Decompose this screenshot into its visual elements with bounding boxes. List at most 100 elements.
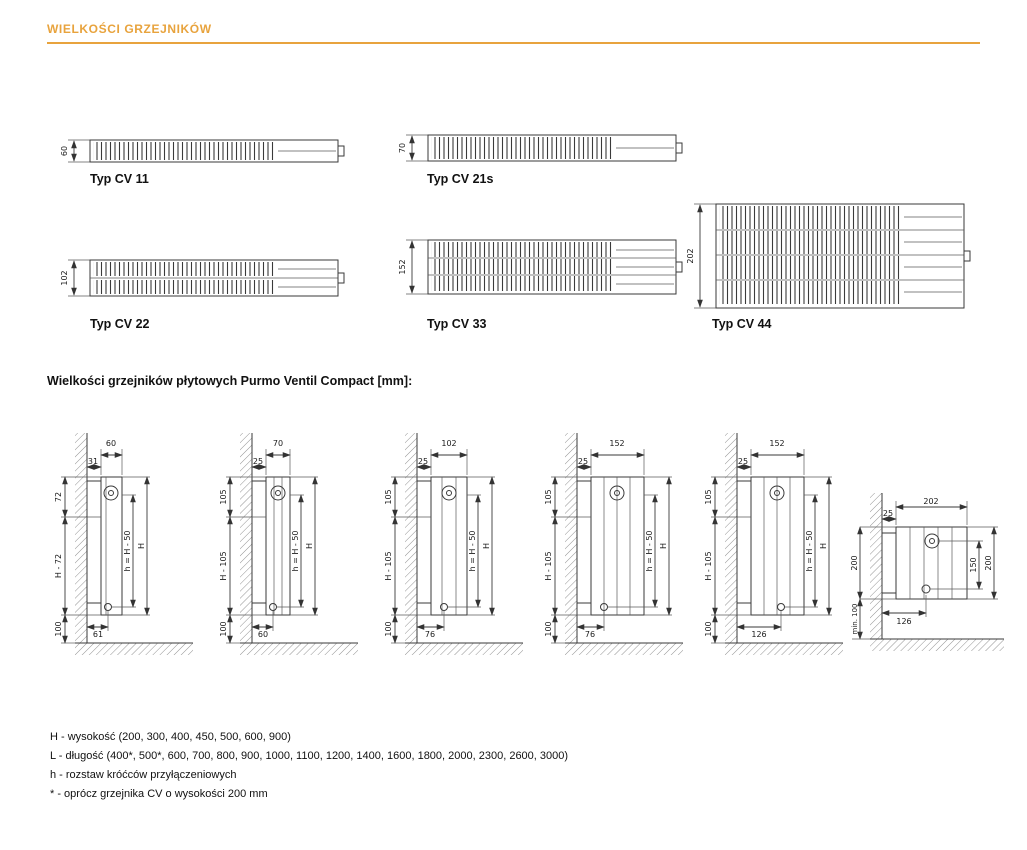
dimension-label: 202 [686,248,695,263]
mid-height-label: H - 105 [544,551,553,580]
radiator-body [87,476,123,616]
cv33-radiator-body [427,239,683,295]
wall-hatch [75,433,88,643]
side-view-3-diagram: 102 25 105 H - 105 100 h = H - 50 [384,433,523,655]
top-view-cv22: 102 [60,252,360,306]
wall-gap-label: 25 [418,457,428,466]
valve-circle [270,485,286,501]
connection-label: 76 [585,630,595,639]
cv11-radiator-body [89,139,345,163]
side-view-2-diagram: 70 25 105 H - 105 100 h = H - 50 [219,433,358,655]
mid-height-label: H - 72 [54,554,63,578]
dimension-label: 70 [398,143,407,153]
min-clearance-label: min. 100 [851,603,859,634]
connection-circle [440,603,448,611]
legend-line-length: L - długość (400*, 500*, 600, 700, 800, … [50,750,569,762]
cv44-radiator-body [715,203,971,309]
radiator-body [252,476,291,616]
wall-gap-label: 25 [883,509,893,518]
cv33-diagram: 152 [398,239,683,295]
dimensions: 152 25 105 H - 105 100 h = H - 50 [544,439,672,644]
side-view-2: 70 25 105 H - 105 100 h = H - 50 [218,415,376,665]
top-view-cv44: 202 [686,198,986,316]
pipe-spacing-label: h = H - 50 [123,530,132,571]
outer-height-label: 200 [984,555,993,570]
wall-gap-label: 25 [253,457,263,466]
width-label: 102 [441,439,456,448]
floor-hatch [240,642,358,655]
detail-view-diagram: 202 25 200 min. 100 150 200 [850,493,1004,651]
wall-hatch [725,433,738,643]
width-label: 70 [273,439,283,448]
side-view-5: 152 25 105 H - 105 100 h = H - 50 [703,415,861,665]
floor-clearance-label: 100 [54,621,63,636]
floor-clearance-label: 100 [384,621,393,636]
connection-circle [104,603,112,611]
cv21s-diagram: 70 [398,134,683,162]
dimensions: 202 25 200 min. 100 150 200 [850,497,998,640]
connection-label: 126 [751,630,766,639]
legend-line-height: H - wysokość (200, 300, 400, 450, 500, 6… [50,731,291,743]
top-view-cv33: 152 [398,234,698,304]
side-view-3: 102 25 105 H - 105 100 h = H - 50 [383,415,541,665]
floor-clearance-label: 100 [219,621,228,636]
floor-hatch [725,642,843,655]
side-view-5-diagram: 152 25 105 H - 105 100 h = H - 50 [704,433,843,655]
overall-height-label: H [482,543,491,549]
connection-label: 76 [425,630,435,639]
section-title: Wielkości grzejników płytowych Purmo Ven… [47,374,413,388]
cv21s-height-dimension: 70 [398,134,428,162]
side-view-4: 152 25 105 H - 105 100 h = H - 50 [543,415,701,665]
inner-height-label: 150 [969,557,978,572]
connection-label: 126 [896,617,911,626]
cv21s-radiator-body [427,134,683,162]
connection-circle [600,603,608,611]
cv22-diagram: 102 [60,259,345,297]
valve-circle [609,485,625,501]
top-clearance-label: 72 [54,492,63,502]
floor-clearance-label: 100 [544,621,553,636]
wall-hatch [870,493,883,639]
overall-height-label: H [659,543,668,549]
pipe-spacing-label: h = H - 50 [291,530,300,571]
top-view-cv21s: 70 [398,126,698,174]
valve-circle [769,485,785,501]
connection-label: 60 [258,630,268,639]
wall-hatch [565,433,578,643]
wall-gap-label: 31 [88,457,98,466]
overall-height-label: H [137,543,146,549]
top-view-label-cv22: Typ CV 22 [90,317,150,331]
mid-height-label: H - 105 [219,551,228,580]
cv44-height-dimension: 202 [686,203,716,309]
dimension-label: 60 [60,146,69,156]
wall-gap-label: 25 [578,457,588,466]
top-view-label-cv33: Typ CV 33 [427,317,487,331]
cv44-diagram: 202 [686,203,971,309]
top-clearance-label: 105 [704,489,713,504]
pipe-spacing-label: h = H - 50 [645,530,654,571]
side-view-1: 60 31 72 H - 72 100 h = H - 50 [53,415,211,665]
radiator-body [882,526,968,600]
floor-hatch [405,642,523,655]
connection-label: 61 [93,630,103,639]
side-view-4-diagram: 152 25 105 H - 105 100 h = H - 50 [544,433,683,655]
depth-label: 202 [923,497,938,506]
pipe-spacing-label: h = H - 50 [805,530,814,571]
pipe-spacing-label: h = H - 50 [468,530,477,571]
wall-hatch [240,433,253,643]
page-title: WIELKOŚCI GRZEJNIKÓW [47,22,212,36]
top-view-label-cv21s: Typ CV 21s [427,172,494,186]
legend-line-footnote: * - oprócz grzejnika CV o wysokości 200 … [50,788,268,800]
floor-hatch [870,638,1004,651]
top-clearance-label: 105 [219,489,228,504]
detail-view: 202 25 200 min. 100 150 200 [844,481,1014,666]
dimension-label: 102 [60,270,69,285]
valve-circle [441,485,457,501]
width-label: 152 [769,439,784,448]
floor-hatch [565,642,683,655]
title-rule [47,42,980,44]
connection-circle [269,603,277,611]
mid-height-label: H - 105 [384,551,393,580]
radiator-body [417,476,468,616]
